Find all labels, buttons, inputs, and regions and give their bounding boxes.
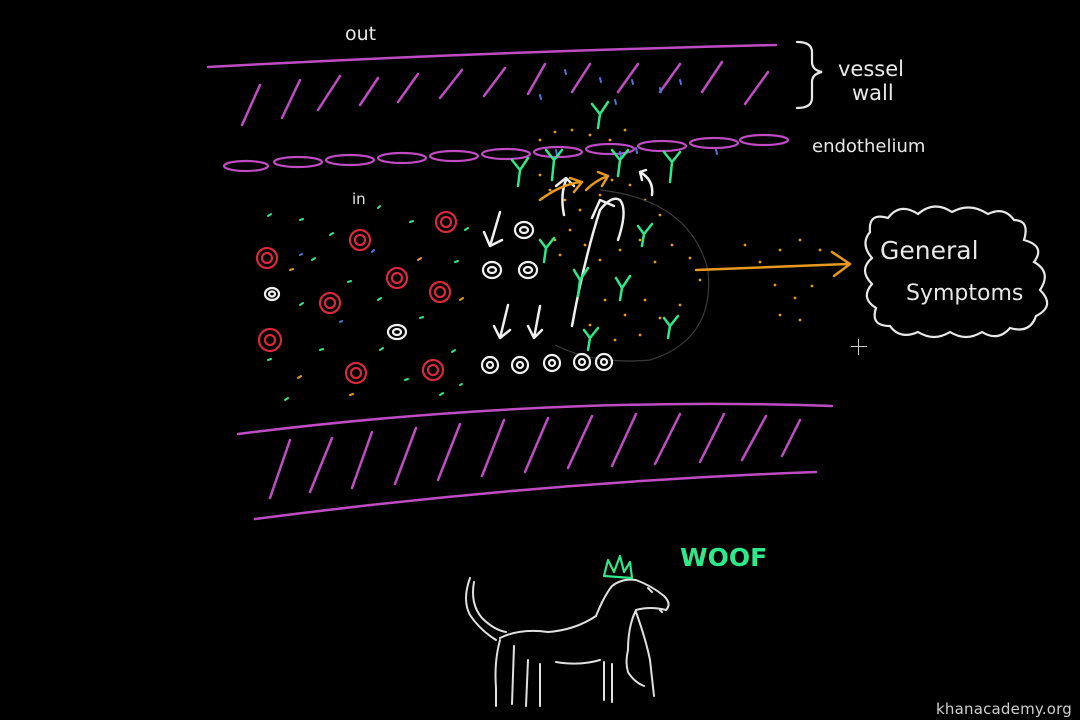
- antibody-icon: [538, 236, 556, 264]
- white-blood-cell: [510, 355, 530, 375]
- antibody-icon: [582, 326, 600, 352]
- red-blood-cell: [348, 228, 372, 252]
- antibody-icon: [590, 100, 610, 130]
- white-blood-cells: [263, 220, 614, 375]
- red-blood-cell: [434, 210, 458, 234]
- arrow-down-icon: [526, 304, 544, 340]
- watermark: khanacademy.org: [936, 700, 1072, 718]
- antibody-icon: [614, 274, 632, 302]
- antibody-icon: [662, 150, 682, 184]
- vessel-wall-bracket-icon: [795, 40, 823, 110]
- white-arrows: [482, 168, 654, 340]
- label-general-symptoms-line2: Symptoms: [906, 281, 1023, 306]
- antibody-icon: [572, 266, 590, 298]
- white-blood-cell: [513, 220, 535, 240]
- arrow-down-icon: [482, 210, 504, 248]
- dog-crown-icon: [602, 554, 634, 580]
- red-blood-cell: [428, 280, 452, 304]
- antibodies: [510, 100, 682, 352]
- white-blood-cell: [542, 353, 562, 373]
- dog-drawing: [465, 577, 670, 707]
- label-vessel-wall-line2: wall: [852, 81, 894, 105]
- cytokine-cloud: [538, 128, 822, 342]
- white-blood-cell: [572, 352, 592, 372]
- white-blood-cell: [594, 352, 614, 372]
- vessel-wall-bottom: [236, 402, 834, 521]
- white-blood-cell: [481, 260, 503, 280]
- red-blood-cell: [255, 246, 279, 270]
- red-blood-cell: [257, 327, 283, 353]
- white-blood-cell: [263, 286, 281, 302]
- antibody-icon: [544, 148, 564, 182]
- general-symptoms-cloud-icon: [863, 205, 1049, 339]
- label-woof: WOOF: [680, 543, 767, 572]
- arrow-orange-icon: [538, 176, 584, 202]
- antibody-icon: [510, 156, 530, 188]
- antibody-icon: [662, 314, 680, 340]
- red-blood-cell: [318, 291, 342, 315]
- red-blood-cell: [344, 361, 368, 385]
- antibody-icon: [610, 148, 630, 178]
- plasma-speckles: [267, 69, 718, 401]
- label-in: in: [352, 190, 366, 208]
- antibody-icon: [636, 222, 654, 248]
- arrow-orange-icon: [584, 170, 610, 192]
- red-blood-cell: [385, 266, 409, 290]
- white-blood-cell: [386, 323, 408, 341]
- red-blood-cell: [421, 358, 445, 382]
- crosshair-cursor-icon: [851, 339, 867, 355]
- label-general-symptoms-line1: General: [880, 236, 979, 265]
- arrow-down-icon: [492, 303, 512, 340]
- white-blood-cell: [480, 355, 500, 375]
- label-endothelium: endothelium: [812, 136, 925, 157]
- label-vessel-wall-line1: vessel: [838, 57, 904, 81]
- endothelium-layer: [222, 133, 790, 173]
- white-blood-cell: [517, 260, 539, 280]
- label-out: out: [345, 23, 376, 45]
- arrow-curved-up-icon: [570, 197, 625, 328]
- arrow-up-icon: [638, 168, 654, 197]
- arrow-right-icon: [694, 250, 852, 278]
- vessel-wall-top: [206, 43, 778, 127]
- orange-arrows: [538, 170, 852, 278]
- red-blood-cells: [255, 210, 458, 385]
